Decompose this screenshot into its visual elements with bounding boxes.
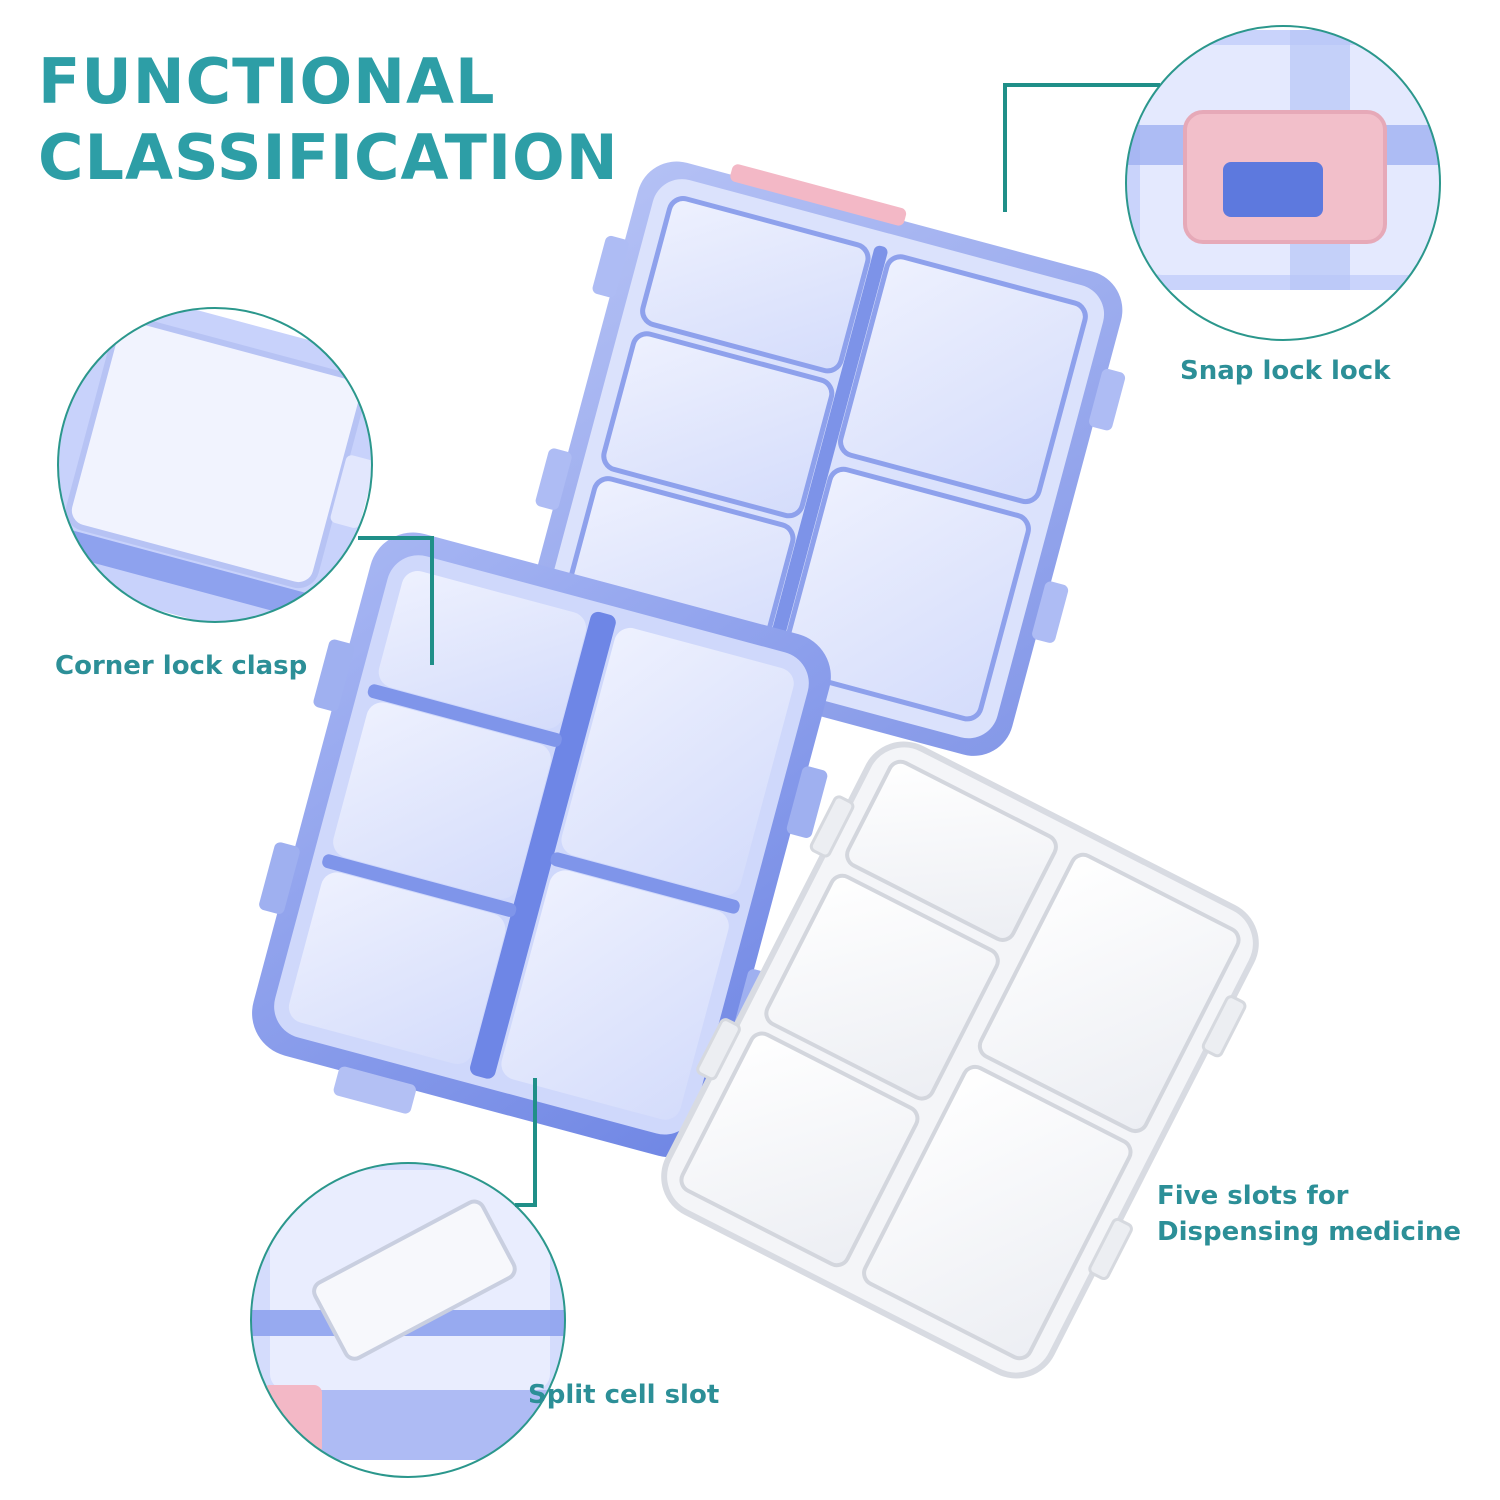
split-cell-label: Split cell slot [528,1380,720,1410]
five-slots-label-line-2: Dispensing medicine [1157,1217,1462,1247]
lower-blue-case [252,532,831,1158]
title-line-2: CLASSIFICATION [38,121,619,194]
corner-clasp-zoom-circle [57,307,373,623]
split-cell-zoom-circle [250,1162,566,1478]
split-cell-leader-line [515,1078,537,1207]
title-line-1: FUNCTIONAL [38,45,496,118]
corner-clasp-leader-line [358,536,434,665]
page-title: FUNCTIONAL CLASSIFICATION [38,44,619,196]
snap-lock-label: Snap lock lock [1180,356,1391,386]
snap-lock-leader-line [1003,83,1160,212]
five-slots-label-line-1: Five slots for [1157,1181,1349,1211]
upper-blue-case [527,161,1126,756]
clear-lid [661,741,1259,1379]
five-slots-label: Five slots for Dispensing medicine [1157,1178,1461,1250]
snap-lock-zoom-circle [1125,25,1441,341]
leader-lines [358,83,1160,1207]
corner-clasp-label: Corner lock clasp [55,651,308,681]
